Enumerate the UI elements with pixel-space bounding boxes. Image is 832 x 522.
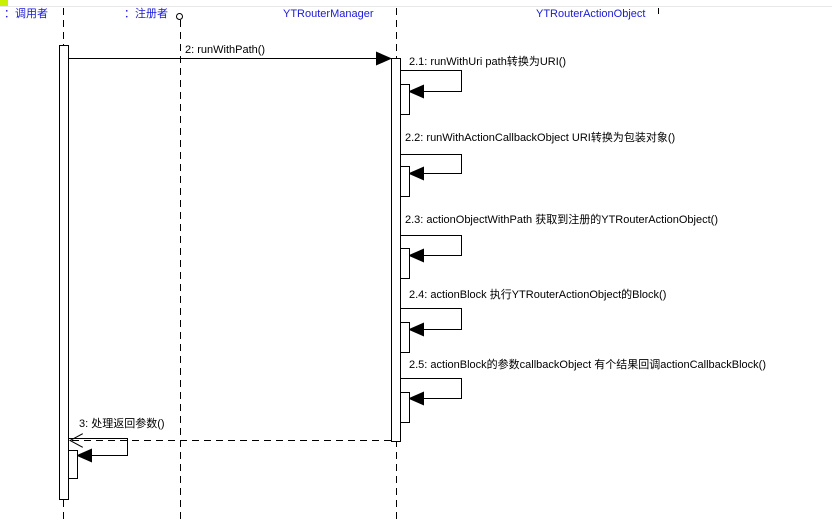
self-call-2-5 [400, 378, 462, 423]
message-label-2-5: 2.5: actionBlock的参数callbackObject 有个结果回调… [409, 359, 767, 371]
registrant-actor-icon [176, 13, 183, 20]
self-call-2-4 [400, 308, 462, 353]
participant-registrant: ：注册者 [124, 8, 168, 20]
participant-manager: YTRouterManager [283, 8, 374, 20]
self-call-2-1 [400, 70, 462, 115]
message-label-2-4: 2.4: actionBlock 执行YTRouterActionObject的… [409, 289, 667, 301]
participant-caller: ：调用者 [4, 8, 48, 20]
message-label-2-1: 2.1: runWithUri path转换为URI() [409, 56, 567, 68]
message-label-2-2: 2.2: runWithActionCallbackObject URI转换为包… [405, 132, 676, 144]
self-call-2-3 [400, 235, 462, 279]
self-call-3 [68, 438, 128, 479]
self-call-group [400, 70, 462, 423]
participant-action-object: YTRouterActionObject [536, 8, 646, 20]
activation-manager [391, 58, 401, 442]
activation-caller [59, 45, 69, 500]
corner-marker [0, 0, 8, 7]
message-label-3: 3: 处理返回参数() [79, 418, 165, 430]
message-label-2-3: 2.3: actionObjectWithPath 获取到注册的YTRouter… [405, 214, 718, 226]
self-call-2-2 [400, 154, 462, 197]
message-label-2: 2: runWithPath() [185, 44, 266, 56]
